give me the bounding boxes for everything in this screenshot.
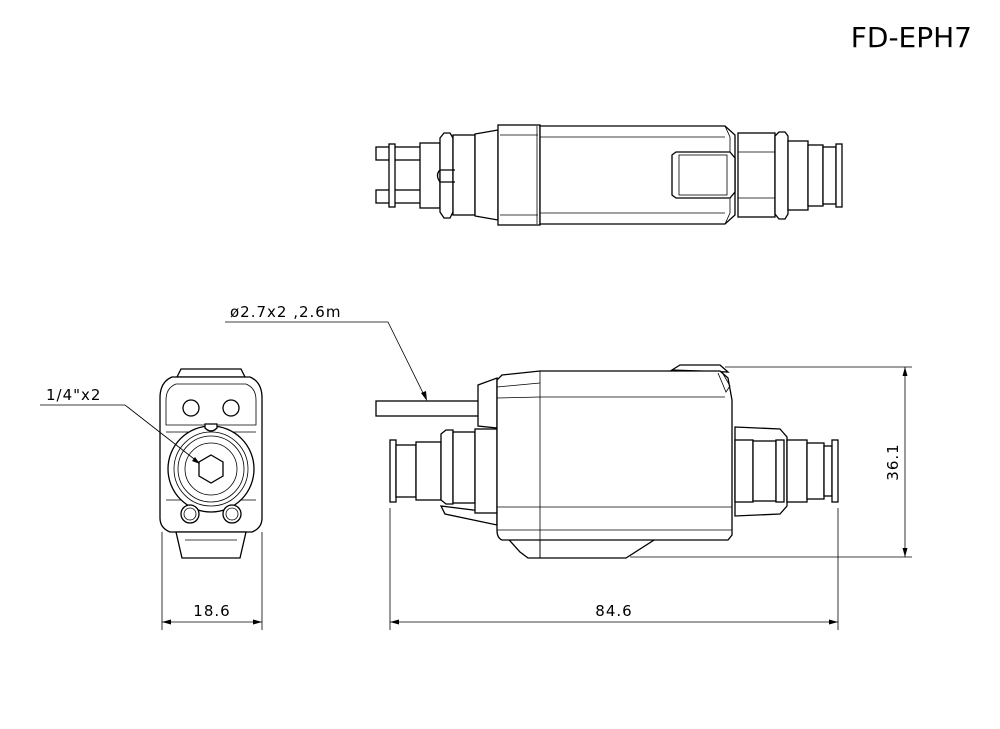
model-title: FD-EPH7: [851, 21, 972, 54]
height-value: 36.1: [884, 443, 902, 480]
cable-spec-label: ø2.7x2 ,2.6m: [230, 303, 341, 321]
cable-leader: ø2.7x2 ,2.6m: [225, 303, 427, 401]
dimension-length: 84.6: [390, 602, 838, 625]
port-leader: 1/4"x2: [40, 386, 200, 464]
front-view: [159, 368, 263, 630]
dimension-width: 18.6: [162, 602, 262, 625]
dimension-height: 36.1: [884, 367, 908, 557]
port-spec-label: 1/4"x2: [46, 386, 101, 404]
width-value: 18.6: [193, 602, 230, 620]
length-value: 84.6: [595, 602, 632, 620]
side-view: [375, 364, 912, 630]
top-view: [375, 124, 843, 226]
